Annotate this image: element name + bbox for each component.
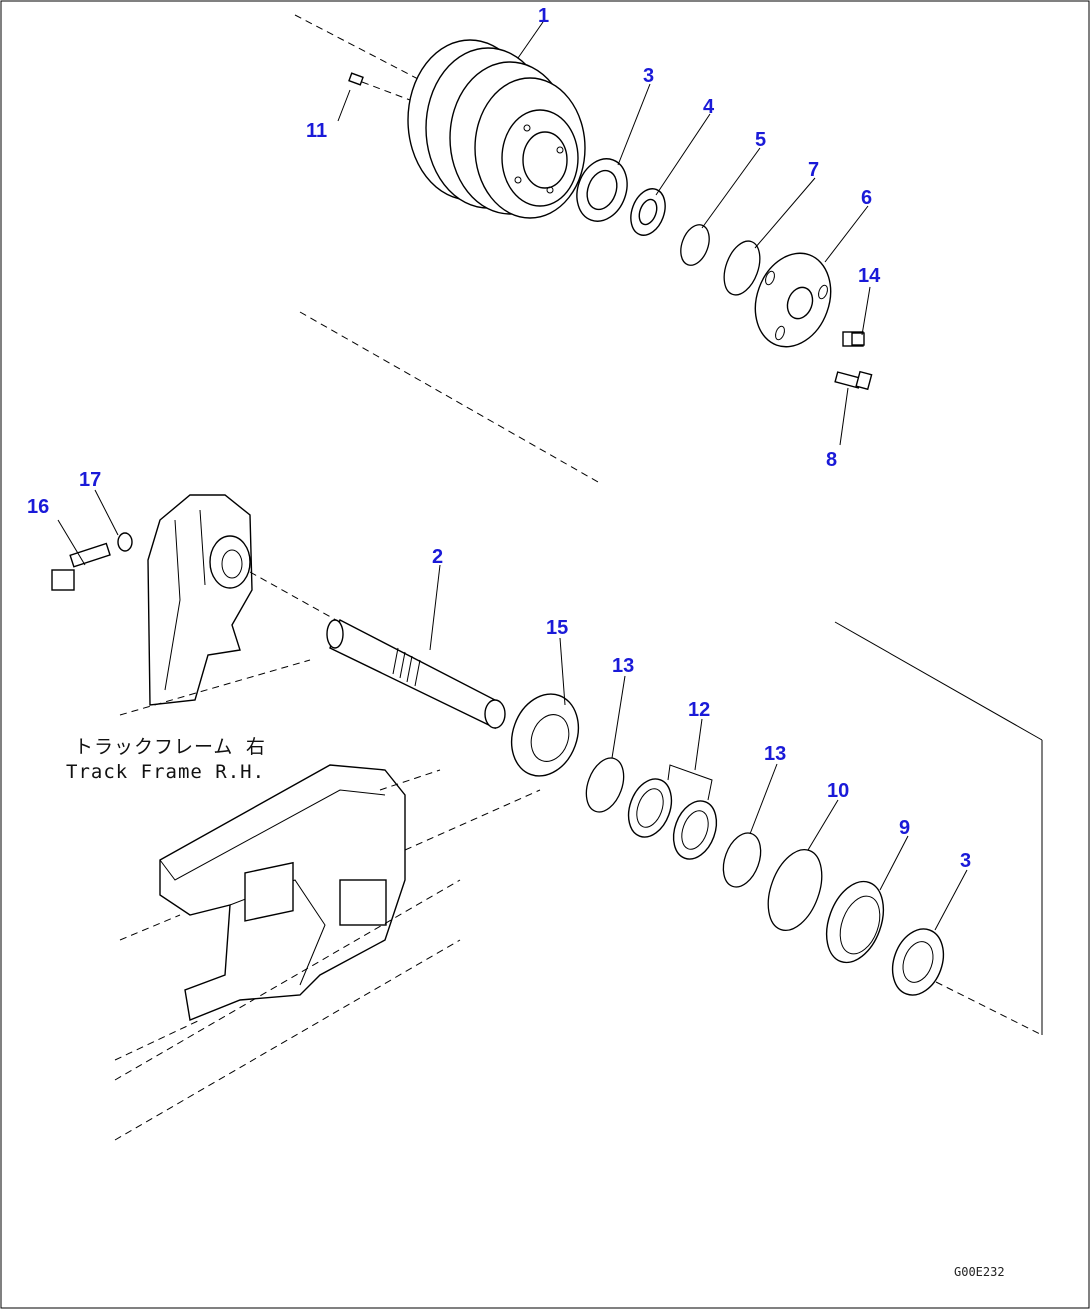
bracket-line-bottom [935,981,1043,1036]
part-snap-ring [680,224,710,266]
part-seal-retainer [510,693,580,777]
part-plug [348,72,411,101]
callout-16: 16 [27,496,49,518]
callout-1: 1 [538,5,549,27]
drawing-code: G00E232 [954,1265,1005,1279]
callout-9: 9 [899,817,910,839]
bracket-line-top [834,621,1043,741]
callout-2: 2 [432,546,443,568]
callout-10: 10 [827,780,849,802]
callout-6: 6 [861,187,872,209]
callout-5: 5 [755,129,766,151]
part-bearing-upper [576,158,628,222]
part-bearing-lower [891,928,945,996]
part-nut [630,188,666,236]
part-bolt-large [51,542,111,591]
part-o-ring-left [585,757,625,813]
part-bracket [119,494,346,716]
track-frame-body [114,764,541,1141]
callout-14: 14 [858,265,881,287]
part-o-ring-right [722,832,762,888]
part-o-ring-large [767,849,823,931]
part-washer [117,532,133,552]
leader-lines [57,21,968,931]
callout-11: 11 [306,120,327,142]
callout-8: 8 [826,449,837,471]
callout-17: 17 [79,469,101,491]
frame-label-japanese: トラックフレーム 右 [74,736,266,758]
callout-13-right: 13 [764,743,786,765]
callout-3-upper: 3 [643,65,654,87]
part-floating-seal [627,764,718,860]
callout-4: 4 [703,96,715,118]
axis-line-upper-mid [299,311,599,483]
part-o-ring-upper [723,240,761,296]
part-shaft [326,619,506,730]
callout-7: 7 [808,159,819,181]
part-spacer-ring [825,880,885,964]
part-bolt-small [834,370,873,391]
callout-15: 15 [546,617,568,639]
part-roller [407,39,586,219]
part-cover [754,252,832,348]
callout-3-lower: 3 [960,850,971,872]
frame-label-english: Track Frame R.H. [66,761,265,783]
callout-12: 12 [688,699,710,721]
callout-13-left: 13 [612,655,634,677]
part-plug-bolt [842,331,865,347]
axis-line-upper-left [294,14,421,81]
